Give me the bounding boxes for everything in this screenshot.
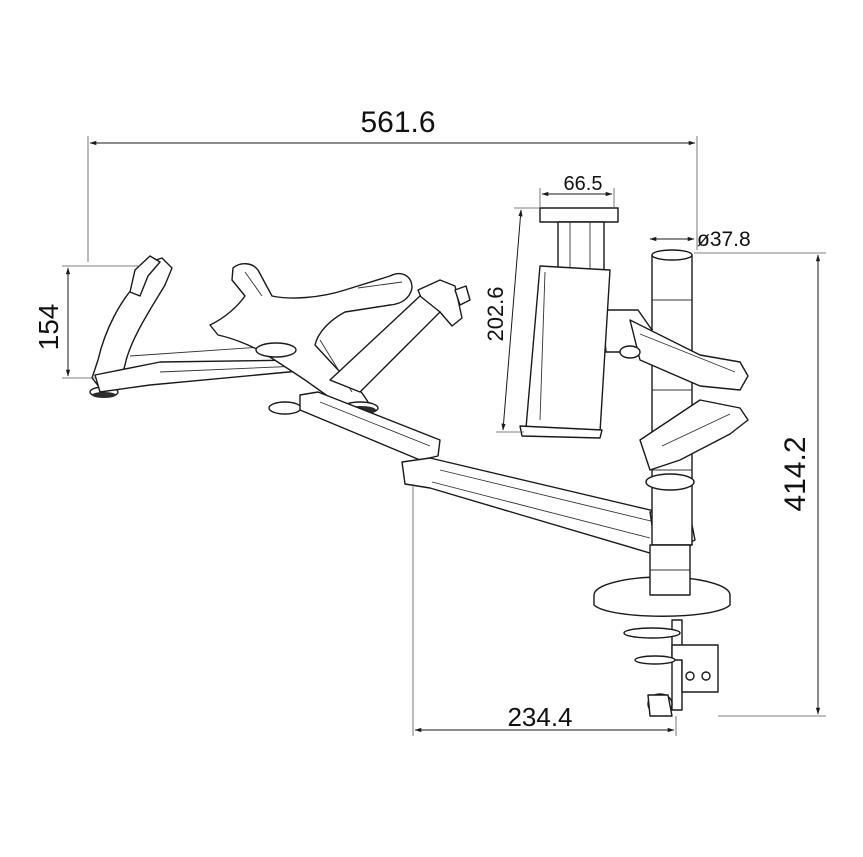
dimension-lines: [62, 136, 826, 736]
holder-height-label: 202.6: [483, 286, 508, 341]
arm-reach-label: 234.4: [507, 702, 572, 732]
holder-width-label: 66.5: [564, 173, 603, 195]
lower-arm: [299, 391, 696, 557]
upper-arm: [601, 309, 749, 491]
tablet-holder: [519, 207, 619, 439]
laptop-tray: [89, 255, 471, 415]
overall-height-label: 414.2: [779, 436, 812, 511]
overall-width-label: 561.6: [360, 106, 435, 139]
pole-and-clamp: [593, 249, 731, 717]
pole-diameter-label: ø37.8: [697, 228, 751, 251]
tray-depth-label: 154: [33, 304, 64, 351]
